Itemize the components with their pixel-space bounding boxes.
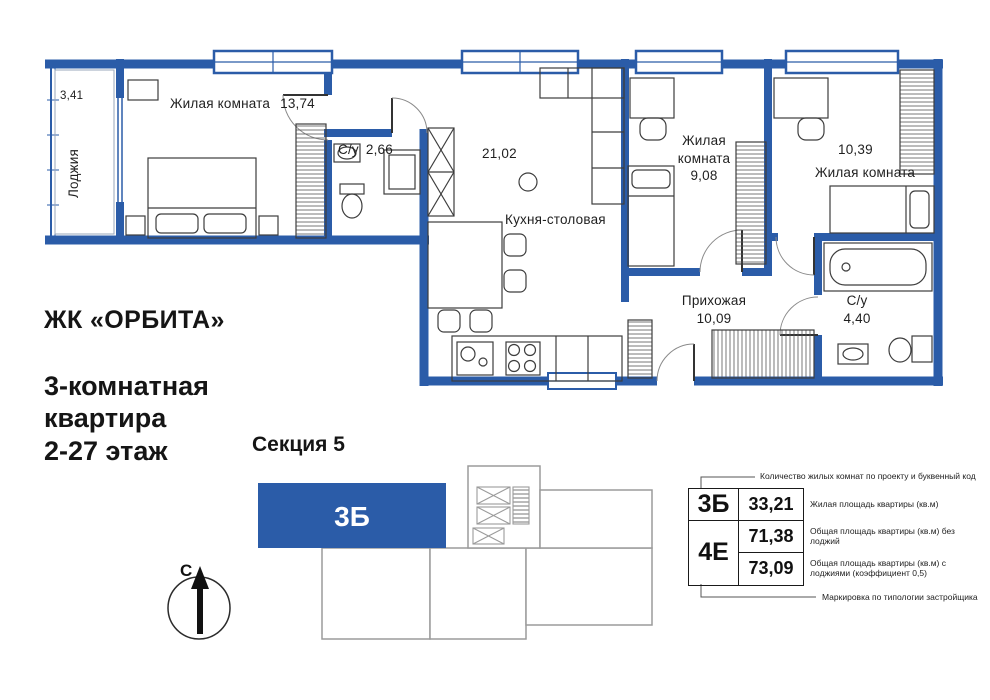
- fridge-cabinet: [427, 127, 455, 217]
- building-section: 3Б: [258, 465, 653, 640]
- apartment-floors: 2-27 этаж: [44, 435, 168, 466]
- room-count-code: 3Б: [689, 489, 738, 521]
- furniture: [54, 67, 935, 382]
- total-area-value: 71,38: [739, 521, 803, 553]
- desk-1: [629, 77, 675, 141]
- table-top-note: Количество жилых комнат по проекту и бук…: [760, 471, 976, 481]
- room-name: Жилая комната: [170, 96, 271, 111]
- wardrobe-3: [899, 69, 935, 175]
- code-column: 3Б 4Е: [689, 489, 739, 585]
- room-name: Прихожая: [681, 293, 747, 308]
- total-area-loggia-value: 73,09: [748, 558, 794, 578]
- room2-label: Жилая комната 9,08: [662, 132, 746, 185]
- room-name: Жилая комната: [677, 133, 731, 166]
- loggia-area: 3,41: [60, 90, 84, 102]
- room-name: С/у: [846, 293, 868, 308]
- room-area: 2,66: [365, 142, 393, 157]
- section-unit-label: 3Б: [334, 501, 370, 532]
- bathroom-small: [333, 143, 421, 219]
- table-bottom-note: Маркировка по типологии застройщика: [822, 592, 978, 602]
- room-name: С/у: [338, 142, 359, 157]
- compass: С: [167, 561, 231, 640]
- bed-double: [147, 157, 257, 239]
- loggia-label: Лоджия: [66, 148, 81, 198]
- elevator-icon: [472, 486, 530, 545]
- bath2-label: С/у 4,40: [828, 292, 886, 327]
- room-area: 10,09: [696, 310, 732, 326]
- bathroom-big: [823, 242, 933, 365]
- label-column: Жилая площадь квартиры (кв.м) Общая площ…: [810, 488, 978, 586]
- desk-2: [773, 77, 829, 141]
- room-area: 9,08: [690, 168, 718, 184]
- hall-wardrobe: [711, 329, 815, 379]
- spec-table: 3Б 4Е 33,21 71,38 73,09 Жилая площадь кв…: [688, 488, 978, 586]
- room3-label: Жилая комната: [814, 165, 916, 180]
- wardrobe-1: [295, 123, 327, 239]
- living-area-value: 33,21: [739, 489, 803, 521]
- bath1-label: С/у 2,66: [338, 142, 393, 157]
- apartment-type-line1: 3-комнатная: [44, 371, 209, 401]
- section-title: Секция 5: [252, 433, 345, 456]
- windows: [212, 49, 900, 390]
- plant: [518, 172, 538, 192]
- bed-single-2: [829, 185, 935, 234]
- value-column: 33,21 71,38 73,09: [739, 489, 803, 585]
- bed-single-1: [627, 165, 675, 267]
- stairs-icon: [512, 486, 530, 525]
- compass-north-label: С: [180, 561, 192, 580]
- kitchen-label: Кухня-столовая: [505, 212, 606, 227]
- kitchen-area: 21,02: [482, 146, 517, 161]
- dining-table: [427, 221, 527, 333]
- room1-label: Жилая комната 13,74: [170, 96, 315, 111]
- total-area-loggia-label: Общая площадь квартиры (кв.м) с лоджиями…: [810, 557, 946, 578]
- sofa: [539, 67, 625, 205]
- section-highlight: [258, 483, 446, 548]
- room-area: 4,40: [843, 310, 871, 326]
- room-area: 13,74: [280, 96, 315, 111]
- apartment-type: 3-комнатная квартира 2-27 этаж: [44, 370, 209, 467]
- typology-code: 4Е: [698, 538, 729, 566]
- table-leader-lines: [700, 476, 816, 598]
- hallway-label: Прихожая 10,09: [654, 292, 774, 327]
- wardrobe-2: [735, 141, 767, 265]
- total-area-label: Общая площадь квартиры (кв.м) без лоджий: [810, 525, 955, 546]
- shoe-cabinet: [627, 319, 653, 379]
- apartment-type-line2: квартира: [44, 403, 167, 434]
- spec-box: 3Б 4Е 33,21 71,38 73,09: [688, 488, 804, 586]
- kitchen-counter: [451, 335, 623, 382]
- room3-area: 10,39: [838, 142, 873, 157]
- complex-name: ЖК «ОРБИТА»: [44, 306, 225, 334]
- living-area-label: Жилая площадь квартиры (кв.м): [810, 498, 939, 509]
